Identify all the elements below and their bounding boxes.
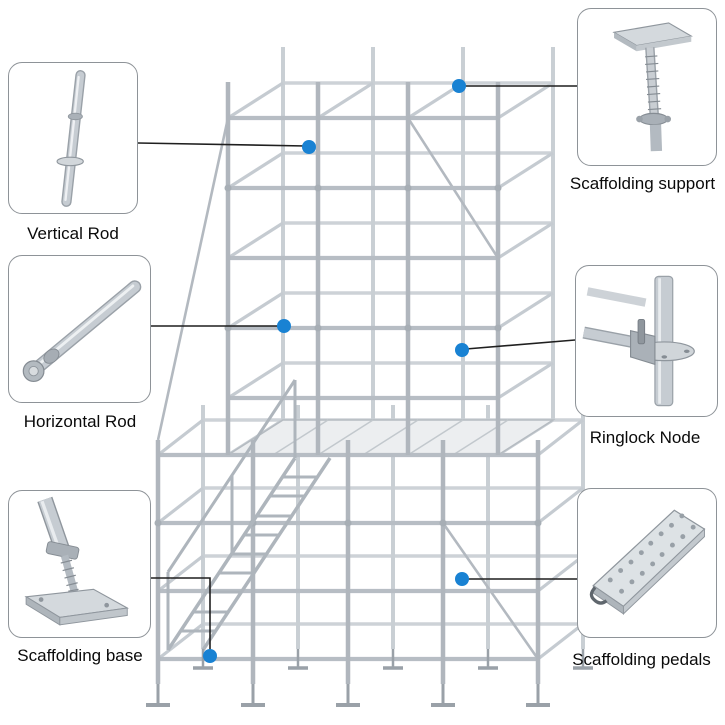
vertical-rod-callout [8, 62, 138, 214]
vertical-rod-image [56, 70, 86, 207]
scaffolding-base-image [24, 496, 130, 626]
horizontal-rod-image [22, 280, 142, 383]
horizontal-rod-label: Horizontal Rod [23, 412, 137, 431]
ringlock-node-callout [575, 265, 718, 417]
scaffolding-pedals-image [589, 509, 706, 615]
vertical-rod-label: Vertical Rod [27, 224, 119, 243]
scaffolding-base-label: Scaffolding base [17, 646, 143, 665]
scaffold-back-posts [201, 47, 585, 649]
scaffolding-pedals-label: Scaffolding pedals [572, 650, 711, 669]
horizontal-rod-callout [8, 255, 151, 403]
scaffolding-base-callout [8, 490, 151, 638]
scaffold-deck [225, 419, 556, 456]
scaffolding-pedals-callout [577, 488, 717, 638]
scaffold-base-jacks [146, 649, 593, 707]
scaffolding-support-callout [577, 8, 717, 166]
scaffolding-support-image [612, 22, 693, 152]
scaffolding-support-label: Scaffolding support [569, 174, 716, 193]
ringlock-node-image [582, 275, 695, 407]
scaffold-rosettes [154, 184, 542, 527]
ringlock-node-label: Ringlock Node [589, 428, 701, 447]
